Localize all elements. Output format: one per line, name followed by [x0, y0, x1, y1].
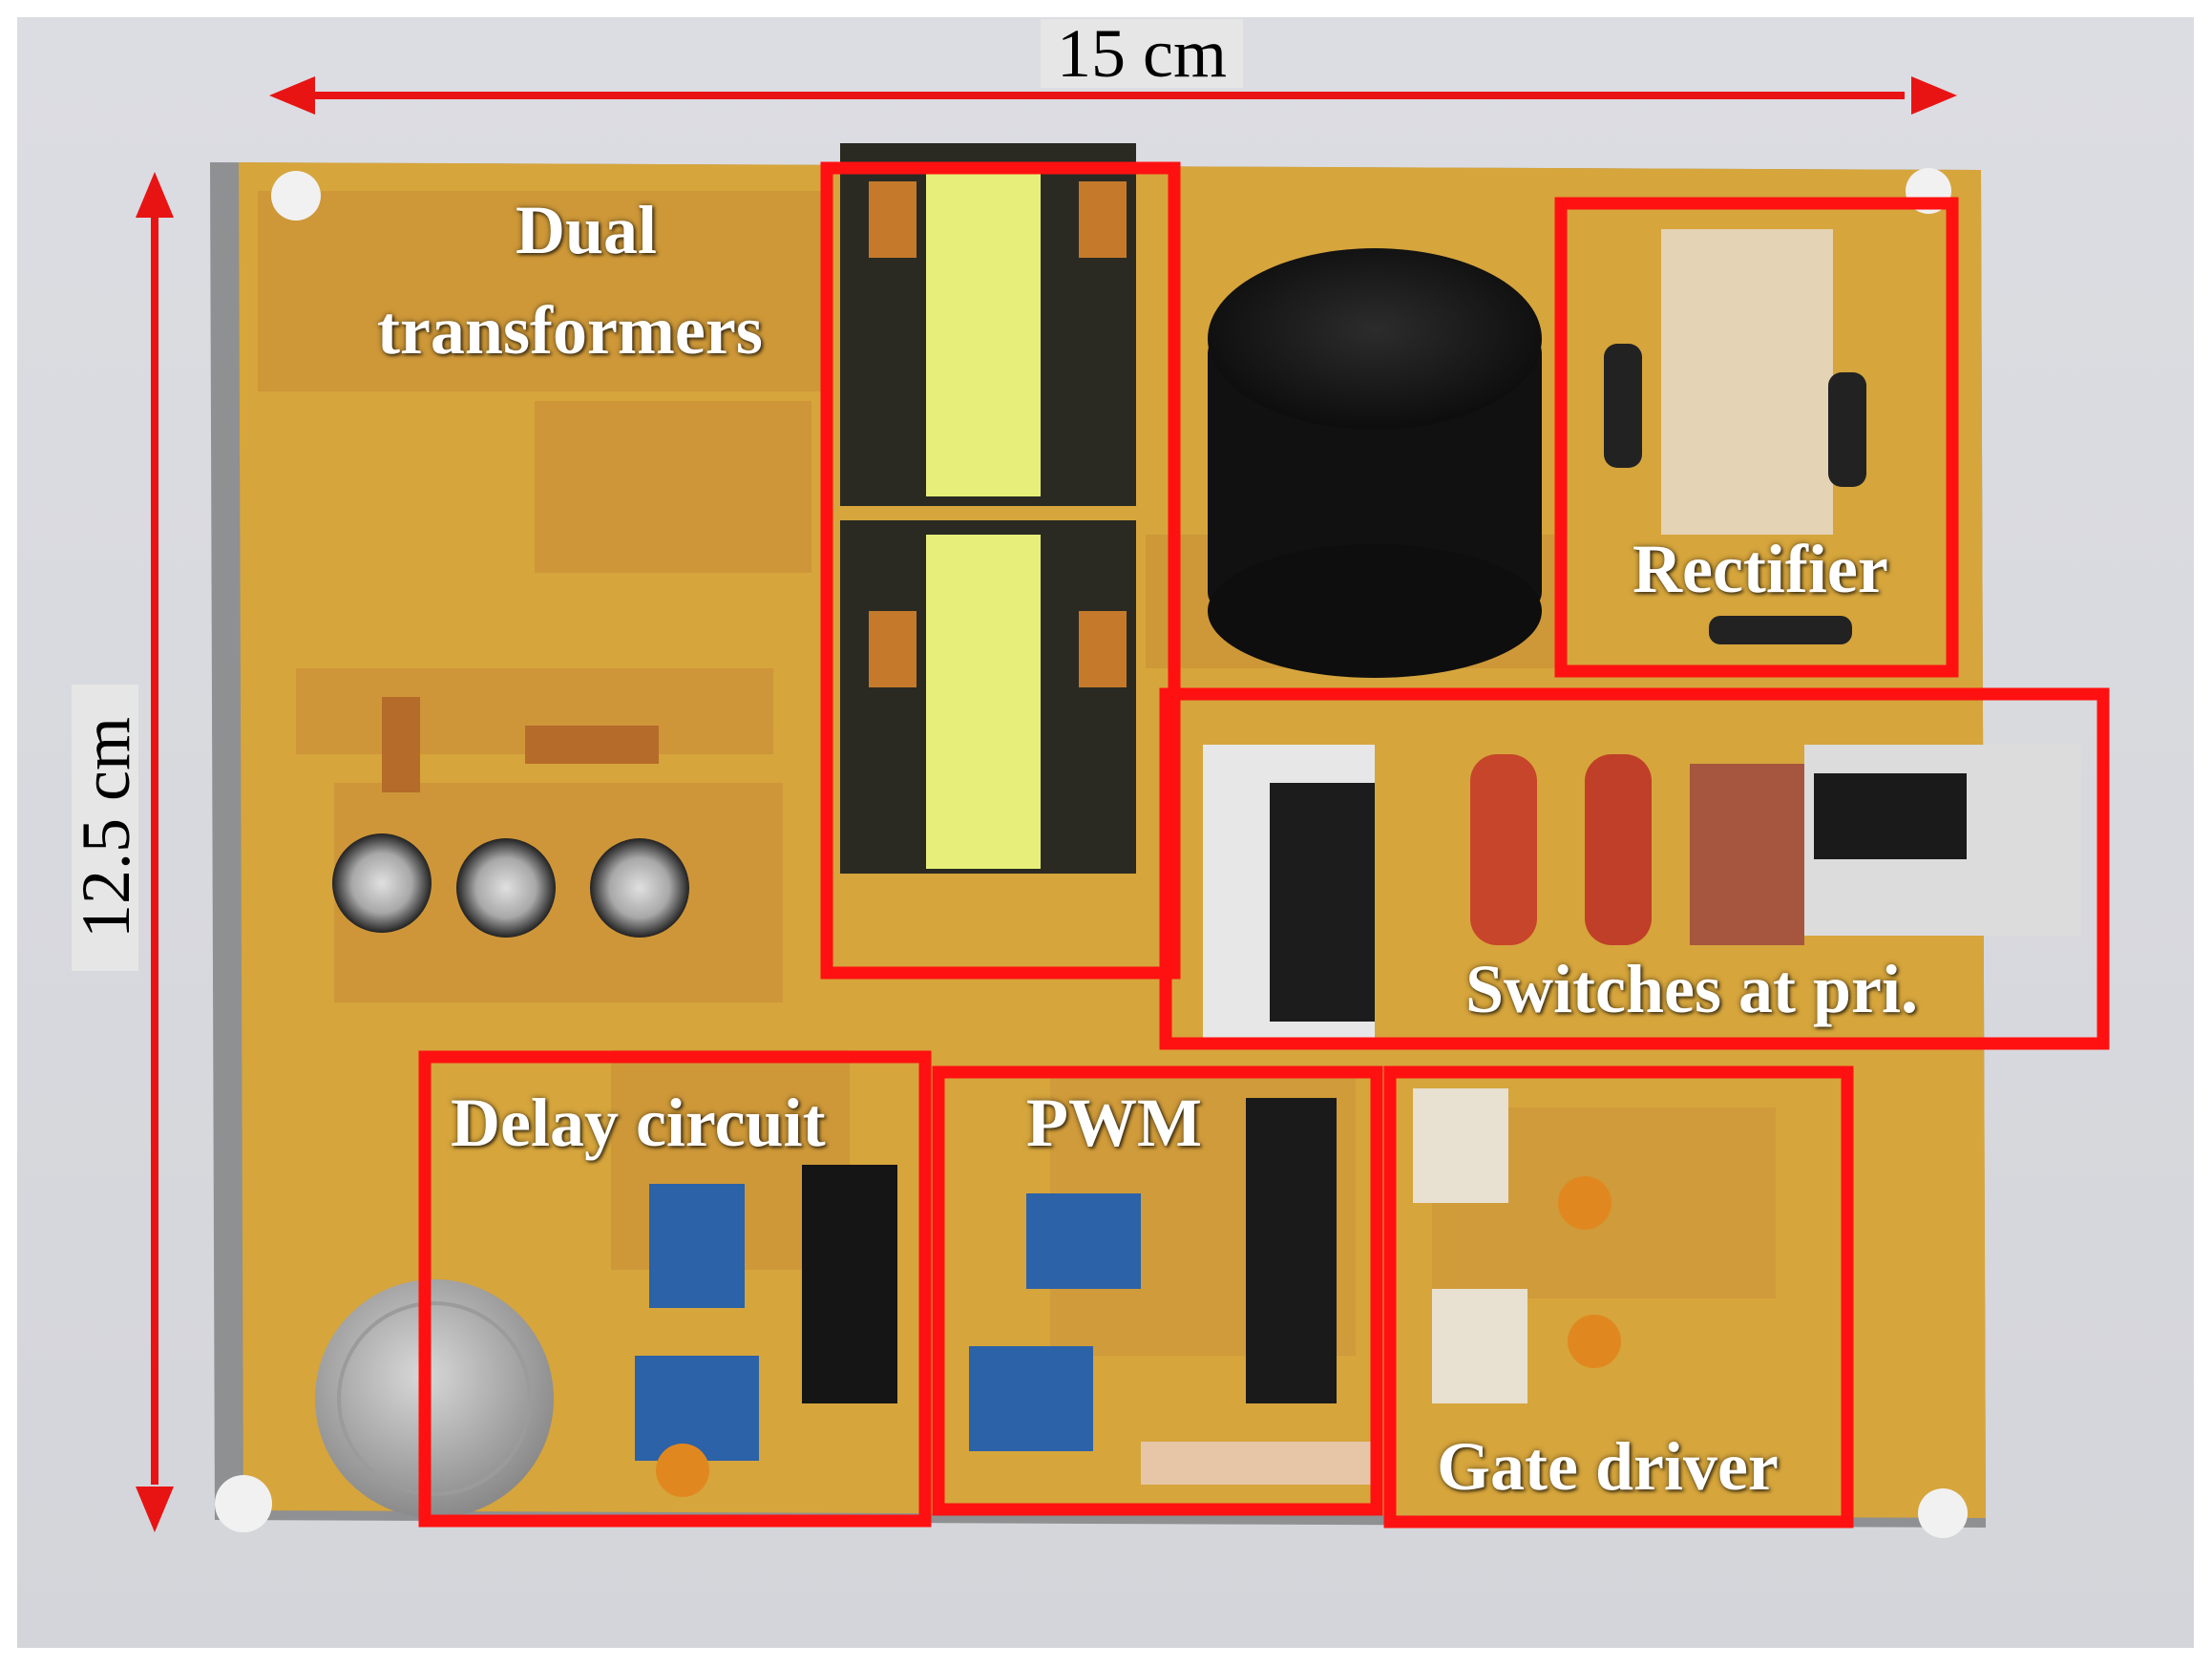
switch-components	[1203, 745, 2081, 1041]
small-capacitors	[332, 697, 689, 938]
dimension-arrows	[136, 76, 1957, 1532]
mount-hole	[215, 1475, 272, 1532]
label-gate-driver: Gate driver	[1437, 1428, 1779, 1505]
label-switches: Switches at pri.	[1465, 951, 1918, 1027]
coin	[315, 1279, 554, 1518]
mount-hole	[1918, 1488, 1968, 1538]
width-arrow-left-head	[269, 76, 315, 115]
height-arrow-top-head	[136, 172, 174, 218]
box-gate-driver	[1383, 1065, 1854, 1529]
box-rectifier	[1554, 197, 1959, 678]
transformer-top	[840, 143, 1136, 506]
label-dual-transformers-line2: transformers	[377, 292, 763, 369]
width-arrow-right-head	[1911, 76, 1957, 115]
mount-hole	[271, 171, 321, 221]
label-rectifier: Rectifier	[1633, 531, 1888, 607]
bulk-capacitor	[1208, 248, 1542, 678]
label-delay-circuit: Delay circuit	[451, 1085, 826, 1161]
height-arrow-bottom-head	[136, 1487, 174, 1532]
control-components	[635, 1088, 1621, 1497]
rectifier-parts	[1604, 229, 1866, 644]
box-dual-transformers	[820, 161, 1181, 980]
box-delay-circuit	[418, 1050, 932, 1528]
box-switches	[1159, 687, 2110, 1050]
transformer-bottom	[840, 520, 1136, 874]
box-pwm	[932, 1065, 1383, 1516]
label-dual-transformers-line1: Dual	[516, 192, 658, 268]
label-pwm: PWM	[1026, 1085, 1202, 1161]
width-label: 15 cm	[1041, 19, 1243, 88]
annotation-boxes	[418, 161, 2110, 1529]
height-label: 12.5 cm	[68, 685, 144, 971]
